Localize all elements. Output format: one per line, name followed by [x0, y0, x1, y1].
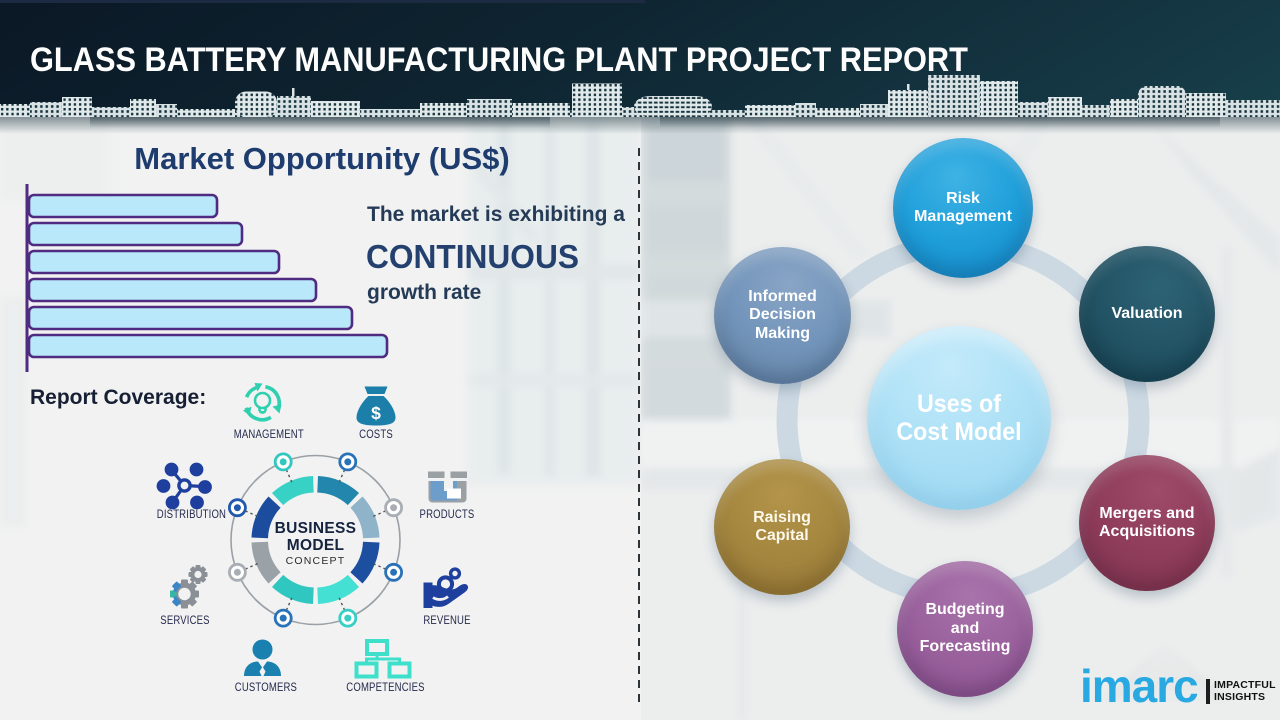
svg-text:$: $: [371, 403, 381, 423]
